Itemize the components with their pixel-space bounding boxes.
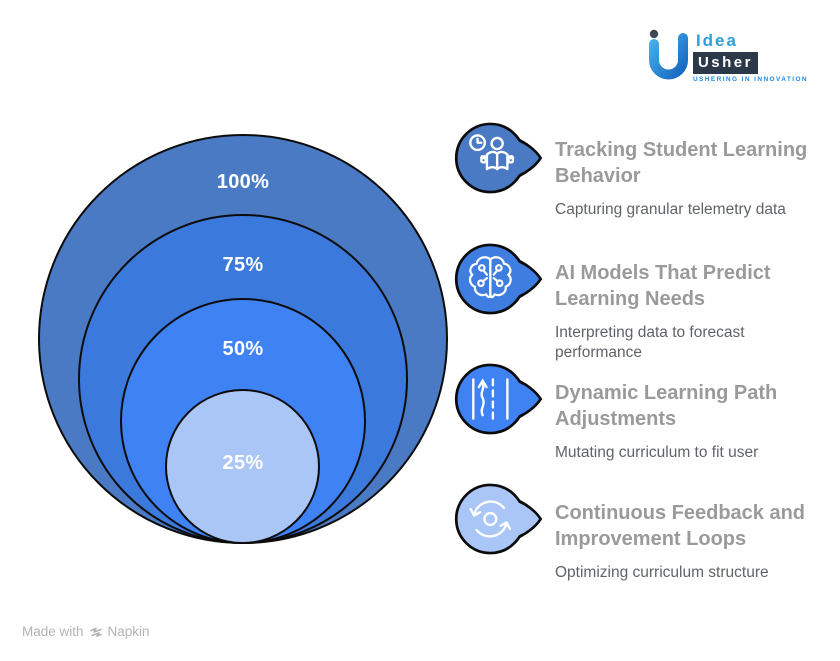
item-title: Dynamic Learning Path Adjustments xyxy=(555,382,778,430)
label-50pct: 50% xyxy=(222,338,264,360)
feedback-loop-icon xyxy=(454,483,543,555)
label-100pct: 100% xyxy=(216,171,270,193)
learning-path-icon xyxy=(454,363,543,435)
label-75pct: 75% xyxy=(222,254,264,276)
made-with-napkin: Made with Napkin xyxy=(22,624,150,639)
list-item-dynamic-path: Dynamic Learning Path Adjustments Mutati… xyxy=(452,359,822,463)
napkin-logo-icon xyxy=(89,625,103,639)
item-text-block: Continuous Feedback and Improvement Loop… xyxy=(544,479,812,583)
logo-idea-text: Idea xyxy=(695,31,738,50)
item-title: AI Models That Predict Learning Needs xyxy=(555,262,771,310)
ai-brain-icon xyxy=(454,243,543,315)
made-with-text: Made with xyxy=(22,624,84,639)
item-subtitle: Optimizing curriculum structure xyxy=(555,564,769,582)
label-25pct: 25% xyxy=(222,452,264,474)
logo-text: Idea Usher USHERING IN INNOVATION xyxy=(692,31,808,83)
idea-usher-u-icon xyxy=(648,29,688,80)
item-subtitle: Capturing granular telemetry data xyxy=(555,201,786,219)
item-text-block: AI Models That Predict Learning Needs In… xyxy=(544,239,812,363)
item-subtitle: Mutating curriculum to fit user xyxy=(555,444,759,462)
item-subtitle: Interpreting data to forecast performanc… xyxy=(555,324,745,362)
item-text-block: Tracking Student Learning Behavior Captu… xyxy=(544,118,812,220)
list-item-tracking-behavior: Tracking Student Learning Behavior Captu… xyxy=(452,118,822,220)
logo-usher-text: Usher xyxy=(692,52,758,74)
student-reading-icon xyxy=(454,122,543,194)
list-item-feedback-loops: Continuous Feedback and Improvement Loop… xyxy=(452,479,822,583)
item-title: Continuous Feedback and Improvement Loop… xyxy=(555,502,806,550)
logo-tagline: USHERING IN INNOVATION xyxy=(692,76,808,83)
napkin-brand-text: Napkin xyxy=(107,624,150,639)
list-item-ai-models: AI Models That Predict Learning Needs In… xyxy=(452,239,822,363)
idea-usher-logo: Idea Usher USHERING IN INNOVATION xyxy=(645,26,808,84)
item-text-block: Dynamic Learning Path Adjustments Mutati… xyxy=(544,359,812,463)
item-title: Tracking Student Learning Behavior xyxy=(555,139,808,187)
circle-25pct xyxy=(165,389,320,544)
